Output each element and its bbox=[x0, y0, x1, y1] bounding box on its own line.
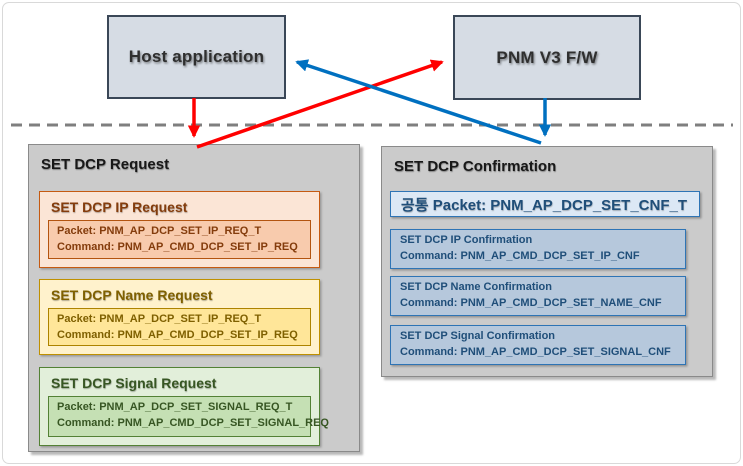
ip-confirmation-box: SET DCP IP Confirmation Command: PNM_AP_… bbox=[390, 229, 686, 269]
set-dcp-name-request-group: SET DCP Name Request Packet: PNM_AP_DCP_… bbox=[39, 279, 320, 355]
ip-confirmation-command: Command: PNM_AP_CMD_DCP_SET_IP_CNF bbox=[400, 249, 640, 262]
confirmation-panel-title: SET DCP Confirmation bbox=[394, 158, 557, 175]
set-dcp-request-panel: SET DCP Request SET DCP IP Request Packe… bbox=[28, 144, 360, 452]
ip-request-packet: Packet: PNM_AP_DCP_SET_IP_REQ_T bbox=[57, 225, 262, 237]
pnm-firmware-label: PNM V3 F/W bbox=[496, 47, 598, 67]
name-confirmation-box: SET DCP Name Confirmation Command: PNM_A… bbox=[390, 276, 686, 316]
name-confirmation-command: Command: PNM_AP_CMD_DCP_SET_NAME_CNF bbox=[400, 296, 662, 309]
host-application-label: Host application bbox=[128, 47, 265, 66]
request-panel-title: SET DCP Request bbox=[41, 156, 170, 173]
set-dcp-confirmation-panel: SET DCP Confirmation 공통 Packet: PNM_AP_D… bbox=[381, 146, 713, 377]
pnm-firmware-box: PNM V3 F/W bbox=[453, 15, 641, 100]
ip-request-title: SET DCP IP Request bbox=[51, 199, 188, 215]
set-dcp-ip-request-group: SET DCP IP Request Packet: PNM_AP_DCP_SE… bbox=[39, 191, 320, 268]
signal-confirmation-command: Command: PNM_AP_CMD_DCP_SET_SIGNAL_CNF bbox=[400, 345, 671, 358]
signal-request-packet: Packet: PNM_AP_DCP_SET_SIGNAL_REQ_T bbox=[57, 401, 293, 413]
ip-confirmation-title: SET DCP IP Confirmation bbox=[400, 234, 533, 246]
name-request-packet: Packet: PNM_AP_DCP_SET_IP_REQ_T bbox=[57, 313, 262, 325]
set-dcp-signal-request-group: SET DCP Signal Request Packet: PNM_AP_DC… bbox=[39, 367, 329, 446]
signal-confirmation-title: SET DCP Signal Confirmation bbox=[400, 330, 556, 342]
ip-request-command: Command: PNM_AP_CMD_DCP_SET_IP_REQ bbox=[57, 240, 298, 253]
signal-confirmation-box: SET DCP Signal Confirmation Command: PNM… bbox=[390, 325, 686, 365]
signal-request-command: Command: PNM_AP_CMD_DCP_SET_SIGNAL_REQ bbox=[57, 416, 329, 429]
signal-request-title: SET DCP Signal Request bbox=[51, 375, 217, 391]
name-confirmation-title: SET DCP Name Confirmation bbox=[400, 281, 552, 293]
name-request-command: Command: PNM_AP_CMD_DCP_SET_IP_REQ bbox=[57, 328, 298, 341]
common-packet-label: 공통 Packet: PNM_AP_DCP_SET_CNF_T bbox=[401, 196, 688, 214]
ip-request-packet-box: Packet: PNM_AP_DCP_SET_IP_REQ_T Command:… bbox=[48, 220, 311, 259]
name-request-title: SET DCP Name Request bbox=[51, 287, 213, 303]
host-application-box: Host application bbox=[107, 15, 286, 99]
signal-request-packet-box: Packet: PNM_AP_DCP_SET_SIGNAL_REQ_T Comm… bbox=[48, 396, 329, 437]
name-request-packet-box: Packet: PNM_AP_DCP_SET_IP_REQ_T Command:… bbox=[48, 308, 311, 346]
common-packet-box: 공통 Packet: PNM_AP_DCP_SET_CNF_T bbox=[390, 191, 700, 217]
